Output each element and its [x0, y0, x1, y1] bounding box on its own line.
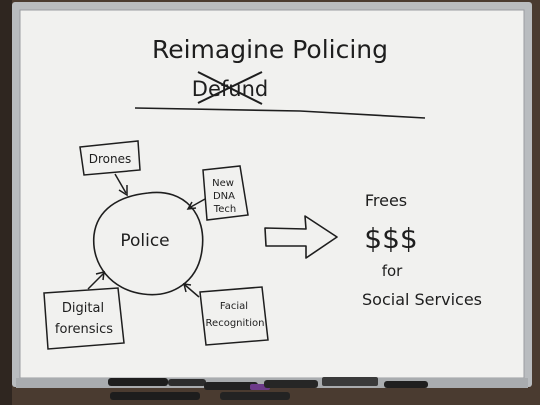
- marker-black: [108, 378, 168, 386]
- marker-purple: [204, 382, 258, 390]
- dna-line-2: DNA: [213, 191, 235, 202]
- dna-line-3: Tech: [213, 204, 236, 215]
- digital-forensics-box: [43, 287, 125, 350]
- dna-tech-box: [202, 165, 249, 221]
- dna-line-1: New: [212, 178, 234, 189]
- drones-box: [79, 140, 141, 176]
- forensics-line-1: Digital: [62, 301, 104, 316]
- eraser: [322, 377, 378, 386]
- facial-recognition-box: [199, 286, 269, 346]
- police-circle: [93, 191, 204, 296]
- outcome-line-1: Frees: [365, 191, 407, 210]
- outcome-line-2: $$$: [364, 222, 417, 255]
- whiteboard-surface: [20, 10, 524, 378]
- drones-arrow: [114, 173, 127, 194]
- forensics-line-2: forensics: [55, 322, 113, 337]
- marker-black-3: [264, 380, 318, 388]
- marker-black-2: [168, 379, 206, 386]
- marker-on-floor-2: [220, 392, 290, 400]
- facial-arrow: [184, 284, 200, 298]
- drones-label: Drones: [89, 152, 132, 166]
- outcome-line-3: for: [382, 262, 403, 280]
- board-title: Reimagine Policing: [152, 35, 388, 64]
- facial-arrowhead: [183, 283, 192, 293]
- big-right-arrow: [264, 215, 338, 259]
- strike-line-2: [197, 71, 263, 104]
- outcome-line-4: Social Services: [362, 290, 482, 309]
- door-frame: [0, 0, 12, 405]
- forensics-arrowhead: [95, 271, 105, 281]
- marker-black-4: [384, 381, 428, 388]
- drones-arrowhead: [118, 185, 128, 197]
- title-divider: [134, 107, 426, 119]
- forensics-arrow: [87, 272, 105, 290]
- facial-line-2: Recognition: [206, 318, 265, 329]
- facial-line-1: Facial: [220, 301, 248, 312]
- police-label: Police: [120, 231, 169, 251]
- marker-on-floor: [110, 392, 200, 400]
